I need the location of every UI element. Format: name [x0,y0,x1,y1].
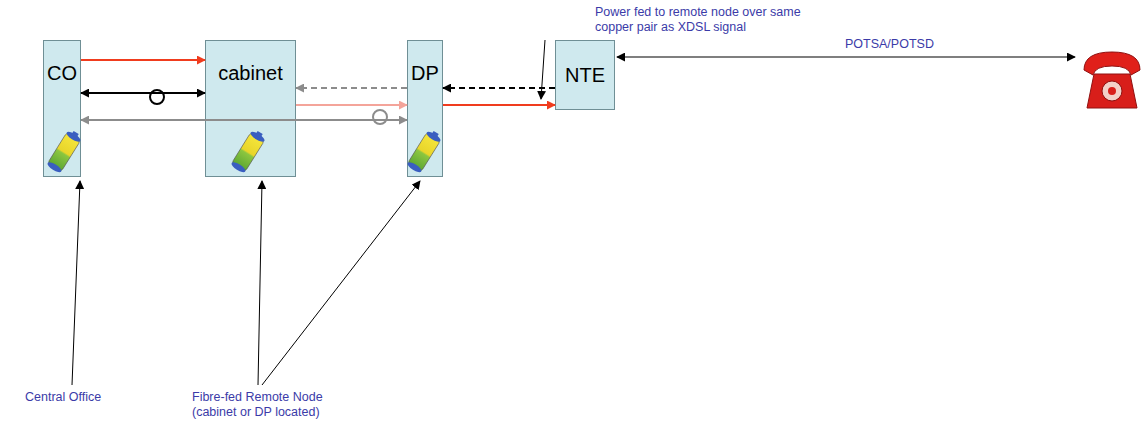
annotation-label: POTSA/POTSD [845,37,934,52]
leader-line [262,181,420,385]
telephone-icon [1084,52,1140,108]
link-connector [81,119,407,121]
link-connector [443,87,555,89]
connector-layer [81,60,555,120]
link-connector [296,104,407,106]
leader-line [258,181,262,385]
fibre-loop-symbol [373,110,387,124]
node-label: CO [44,61,80,85]
node-label: cabinet [206,61,295,85]
leader-line [541,40,545,99]
link-connector [296,87,407,89]
pots-line [617,56,1075,57]
link-connector [443,104,555,106]
annotation-label: Fibre-fed Remote Node (cabinet or DP loc… [192,390,342,420]
network-node-box: NTE [555,40,615,110]
link-connector [81,59,205,61]
fibre-loop-symbol [150,90,164,104]
annotation-label: Central Office [25,390,101,405]
leader-line [72,181,80,385]
annotation-label: Power fed to remote node over same coppe… [595,5,805,35]
link-connector [81,92,205,94]
node-label: DP [408,61,442,85]
node-label: NTE [556,63,614,87]
